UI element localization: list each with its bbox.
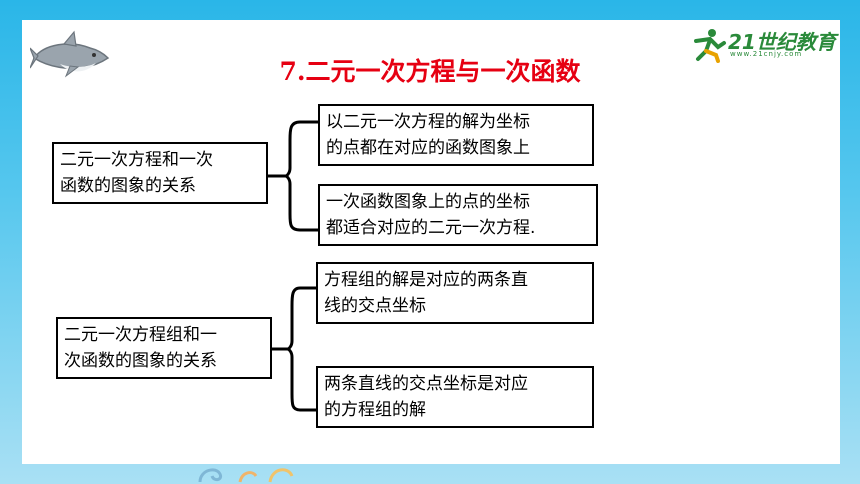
group2-label-line-1: 二元一次方程组和一 bbox=[64, 325, 217, 345]
brace-group1 bbox=[268, 120, 318, 232]
group2-branch-2-line-1: 两条直线的交点坐标是对应 bbox=[324, 374, 528, 394]
group2-label-box: 二元一次方程组和一 次函数的图象的关系 bbox=[56, 317, 272, 379]
group1-label-line-2: 函数的图象的关系 bbox=[60, 176, 196, 196]
page-title: 7.二元一次方程与一次函数 bbox=[279, 57, 581, 86]
group2-branch-2: 两条直线的交点坐标是对应 的方程组的解 bbox=[316, 366, 594, 428]
logo-brand: 21世纪教育 bbox=[728, 30, 836, 54]
runner-logo-icon bbox=[694, 29, 726, 63]
shell-decoration-icon bbox=[198, 468, 294, 483]
group1-label-line-1: 二元一次方程和一次 bbox=[60, 150, 213, 170]
group1-branch-1-line-2: 的点都在对应的函数图象上 bbox=[326, 138, 530, 158]
group2-branch-1-line-2: 线的交点坐标 bbox=[324, 296, 426, 316]
brace-group2 bbox=[272, 286, 318, 412]
group1-label-box: 二元一次方程和一次 函数的图象的关系 bbox=[52, 142, 268, 204]
logo-url: www.21cnjy.com bbox=[730, 50, 803, 58]
group2-branch-1: 方程组的解是对应的两条直 线的交点坐标 bbox=[316, 262, 594, 324]
group1-branch-1: 以二元一次方程的解为坐标 的点都在对应的函数图象上 bbox=[318, 104, 594, 166]
group1-branch-2-line-2: 都适合对应的二元一次方程. bbox=[326, 218, 536, 238]
group2-branch-1-line-1: 方程组的解是对应的两条直 bbox=[324, 270, 528, 290]
group1-branch-2-line-1: 一次函数图象上的点的坐标 bbox=[326, 192, 530, 212]
group1-branch-2: 一次函数图象上的点的坐标 都适合对应的二元一次方程. bbox=[318, 184, 598, 246]
group1-branch-1-line-1: 以二元一次方程的解为坐标 bbox=[326, 112, 530, 132]
shark-icon bbox=[30, 30, 110, 78]
group2-label-line-2: 次函数的图象的关系 bbox=[64, 351, 217, 371]
group2-branch-2-line-2: 的方程组的解 bbox=[324, 400, 426, 420]
